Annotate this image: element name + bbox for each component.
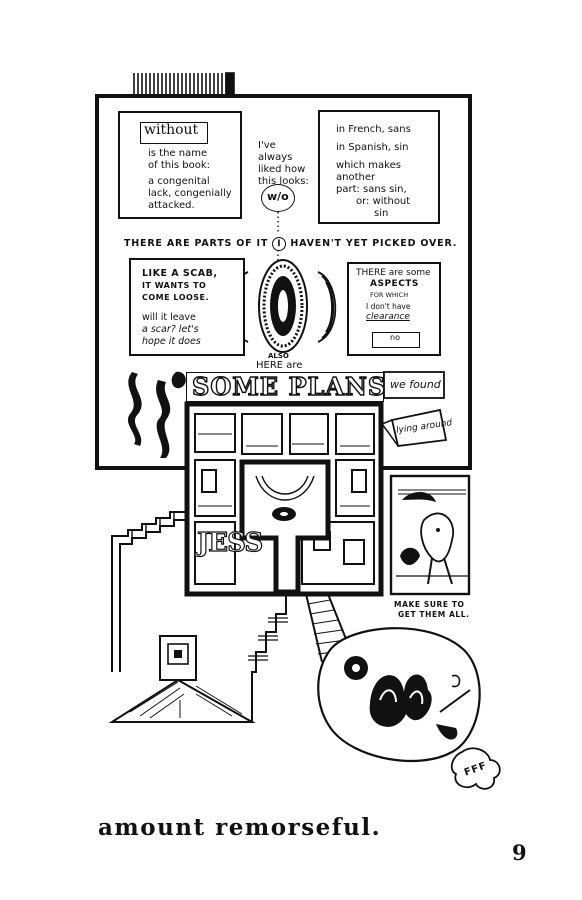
o-vortex-drawing [258, 259, 308, 353]
left-stairs [111, 511, 187, 672]
floor-sign: JESS [196, 527, 263, 558]
page-caption: amount remorseful. [98, 814, 382, 841]
side-caption: MAKE SURE TO GET THEM ALL. [394, 600, 470, 619]
aspects-text: THERE are some ASPECTS FOR WHICH I don't… [356, 268, 431, 322]
banner-text: THERE ARE PARTS OF IT I HAVEN'T YET PICK… [124, 237, 458, 251]
some-plans-title: SOME PLANS [191, 371, 387, 401]
bubble-drawing [317, 627, 481, 763]
top-hatch [133, 72, 235, 97]
without-text: is the name of this book: a congenital l… [148, 148, 232, 211]
floor-plan-drawing [184, 398, 384, 597]
some-plans-box [186, 372, 384, 402]
side-panel-drawing [389, 474, 471, 596]
no-tag-label: no [390, 333, 400, 342]
page-number: 9 [512, 840, 527, 865]
middle-text: I've always liked how this looks: [258, 140, 309, 187]
pyramid-drawing [108, 635, 256, 723]
we-found-label: we found [390, 378, 441, 391]
squiggle-figures [127, 371, 186, 458]
also-label: ALSO [268, 352, 289, 360]
wo-symbol: w/o [267, 190, 289, 203]
scab-text: LIKE A SCAB, IT WANTS TO COME LOOSE. wil… [142, 268, 218, 347]
right-stairs [248, 594, 288, 722]
panel-scab [129, 258, 245, 356]
without-title: without [144, 122, 199, 138]
here-are-label: HERE are [256, 360, 303, 371]
panel-sans-sin [318, 110, 440, 224]
no-tag [372, 332, 420, 348]
sans-sin-text: in French, sans in Spanish, sin which ma… [336, 124, 411, 219]
puff-cloud [450, 747, 501, 790]
wo-oval [261, 184, 295, 212]
banner-i: I [272, 237, 287, 251]
without-title-box [140, 122, 208, 144]
